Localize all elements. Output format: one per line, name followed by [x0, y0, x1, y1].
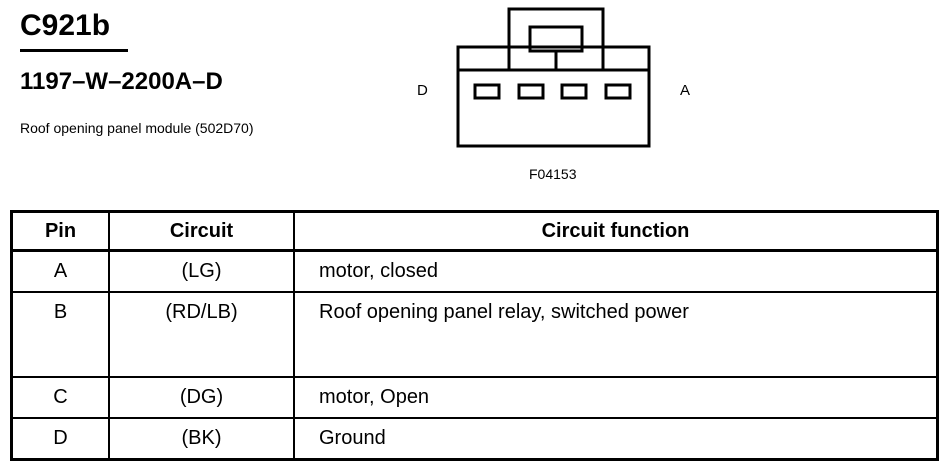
circuit-cell: (BK) [108, 417, 295, 461]
connector-housing-outline [456, 7, 651, 148]
pin-cavity-c [517, 83, 545, 100]
table-row: A (LG) motor, closed [10, 249, 939, 293]
connector-description: Roof opening panel module (502D70) [20, 120, 254, 136]
figure-id: F04153 [529, 166, 577, 182]
pinout-table: Pin Circuit Circuit function A (LG) moto… [10, 210, 939, 461]
column-header-pin: Pin [10, 210, 110, 252]
table-row: C (DG) motor, Open [10, 376, 939, 419]
function-cell: Roof opening panel relay, switched power [293, 291, 939, 378]
connector-face-diagram [456, 7, 651, 148]
pin-cavity-a [604, 83, 632, 100]
pin-cavity-d [473, 83, 501, 100]
connector-id: C921b [20, 9, 111, 42]
column-header-circuit: Circuit [108, 210, 295, 252]
table-row: B (RD/LB) Roof opening panel relay, swit… [10, 291, 939, 378]
title-underline [20, 49, 128, 52]
column-header-function: Circuit function [293, 210, 939, 252]
pin-cell: C [10, 376, 110, 419]
pin-cell: B [10, 291, 110, 378]
function-cell: motor, closed [293, 249, 939, 293]
table-header-row: Pin Circuit Circuit function [10, 210, 939, 252]
circuit-cell: (DG) [108, 376, 295, 419]
function-cell: motor, Open [293, 376, 939, 419]
pin-label-d: D [417, 82, 428, 99]
part-number: 1197–W–2200A–D [20, 68, 223, 95]
pin-cell: A [10, 249, 110, 293]
pin-cavity-b [560, 83, 588, 100]
pin-label-a: A [680, 82, 691, 99]
circuit-cell: (RD/LB) [108, 291, 295, 378]
circuit-cell: (LG) [108, 249, 295, 293]
pin-cell: D [10, 417, 110, 461]
function-cell: Ground [293, 417, 939, 461]
table-row: D (BK) Ground [10, 417, 939, 461]
